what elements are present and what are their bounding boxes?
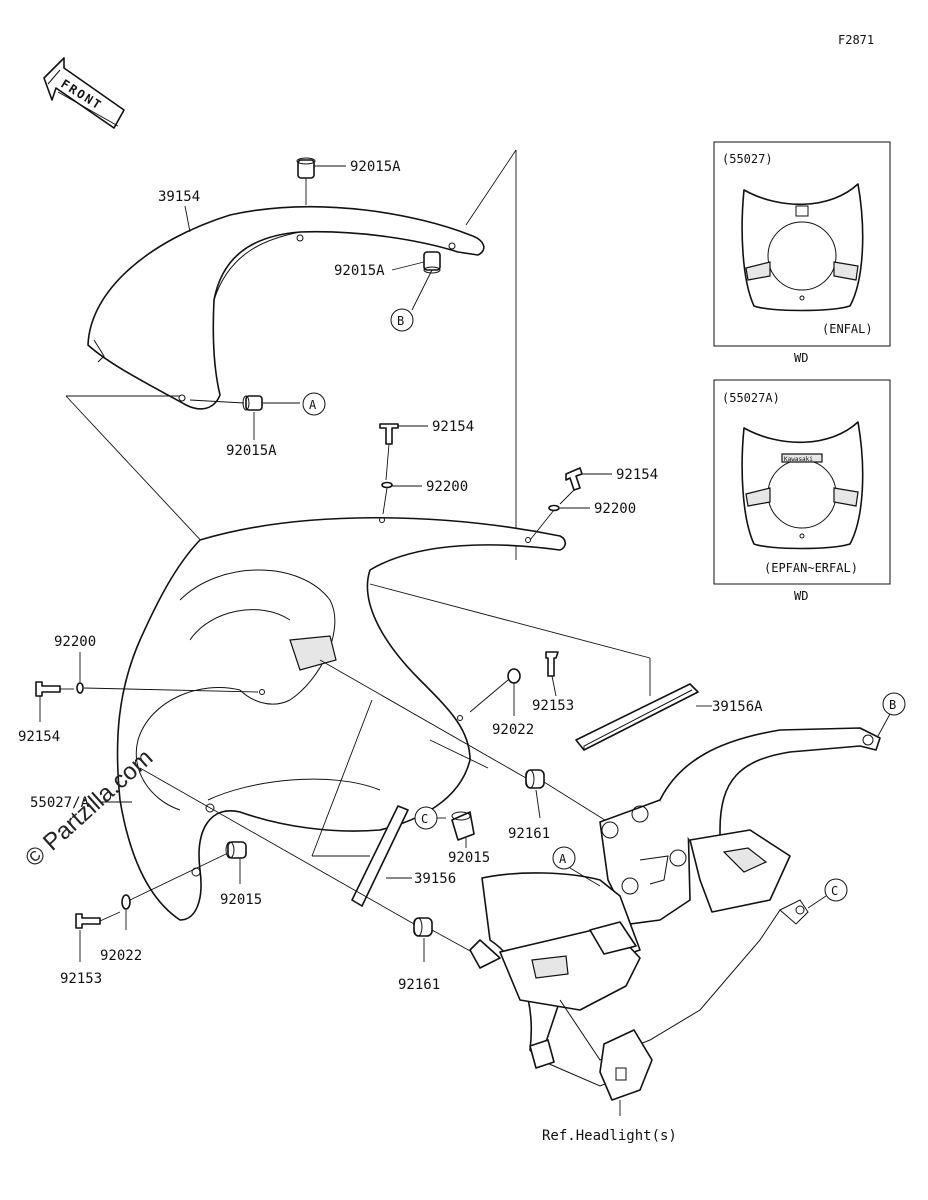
svg-text:B: B: [397, 314, 404, 328]
variant-1-color: WD: [794, 351, 808, 365]
label-ref-headlight: Ref.Headlight(s): [542, 1128, 677, 1144]
variant-1-part: (55027): [722, 152, 773, 166]
screw-92154-a: [379, 423, 428, 481]
label-55027a: 55027/A: [30, 795, 90, 811]
variant-2-logo: Kawasaki: [784, 456, 813, 463]
label-92022-a: 92022: [492, 722, 534, 738]
label-92015a-mid: 92015A: [334, 263, 385, 279]
grommet-92015a-low: [189, 395, 300, 411]
label-92022-b: 92022: [100, 948, 142, 964]
label-92154-c: 92154: [18, 729, 60, 745]
svg-text:A: A: [309, 398, 317, 412]
washer-92200-c: [76, 682, 259, 694]
washer-92200-b: [529, 504, 590, 541]
callout-c-bracket: C: [807, 878, 848, 909]
label-92015-a: 92015: [448, 850, 490, 866]
label-92200-c: 92200: [54, 634, 96, 650]
label-39156a: 39156A: [712, 699, 763, 715]
trim-39156a: [369, 583, 712, 751]
svg-text:A: A: [559, 852, 567, 866]
variant-box-1: (55027) (ENFAL): [713, 141, 891, 347]
label-39154: 39154: [158, 189, 200, 205]
grommet-92015-b: [225, 841, 247, 884]
label-92161-a: 92161: [508, 826, 550, 842]
washer-92200-a: [381, 481, 422, 515]
label-92154-a: 92154: [432, 419, 474, 435]
label-39156: 39156: [414, 871, 456, 887]
callout-b-bracket: B: [877, 692, 906, 737]
label-92153-a: 92153: [532, 698, 574, 714]
variant-2-part: (55027A): [722, 391, 780, 405]
bolt-92153-a: [545, 651, 559, 697]
grommet-92015a-top: [296, 157, 346, 205]
cowl-55027: [116, 516, 567, 921]
grommet-92161-a: [319, 659, 609, 823]
label-92154-b: 92154: [616, 467, 658, 483]
label-92015a-low: 92015A: [226, 443, 277, 459]
svg-text:C: C: [831, 884, 838, 898]
label-92153-b: 92153: [60, 971, 102, 987]
variant-2-color: WD: [794, 589, 808, 603]
washer-92022-a: [469, 668, 521, 716]
grommet-92015-a: [429, 739, 489, 848]
svg-text:C: C: [421, 812, 428, 826]
variant-box-2: (55027A) Kawasaki (EPFAN~ERFAL): [713, 379, 891, 585]
variant-1-code: (ENFAL): [822, 322, 873, 336]
label-92015-b: 92015: [220, 892, 262, 908]
callout-b-top: B: [390, 308, 414, 332]
callout-a-bracket: A: [552, 846, 601, 887]
screw-92154-c: [35, 681, 74, 722]
screw-92154-b: [559, 467, 612, 505]
callout-c-mid: C: [414, 806, 438, 830]
bolt-92153-b: [75, 911, 121, 962]
label-92200-a: 92200: [426, 479, 468, 495]
washer-92022-b: [121, 853, 227, 930]
label-92200-b: 92200: [594, 501, 636, 517]
figure-code: F2871: [838, 33, 874, 47]
label-92161-b: 92161: [398, 977, 440, 993]
callout-a-top: A: [302, 392, 326, 416]
variant-2-code: (EPFAN~ERFAL): [764, 561, 858, 575]
grommet-92015a-mid: [391, 251, 441, 311]
label-92015a-top: 92015A: [350, 159, 401, 175]
grommet-92161-b: [139, 767, 473, 962]
front-arrow-icon: FRONT: [43, 57, 125, 129]
svg-text:B: B: [889, 698, 896, 712]
headlight-bracket: [469, 727, 881, 1116]
windscreen-39154: [87, 205, 485, 410]
trim-39156: [311, 699, 412, 907]
